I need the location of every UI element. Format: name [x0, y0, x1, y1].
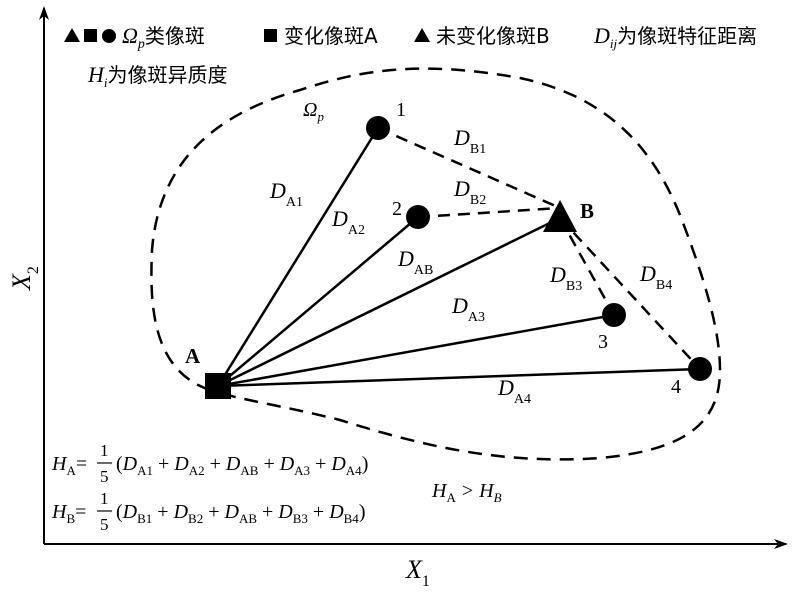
edge-b1 [377, 126, 561, 210]
node-4-label: 4 [671, 376, 681, 398]
formula-ha-terms: (DA1 + DA2 + DAB + DA3 + DA4) [116, 453, 368, 478]
edge-label-db2: DB2 [453, 176, 486, 208]
patch-b-triangle [543, 200, 577, 232]
edge-label-da4: DA4 [497, 375, 531, 407]
formula-ha-frac-den: 5 [100, 467, 109, 486]
formula-hb-frac-den: 5 [100, 515, 109, 534]
svg-text:HB=: HB= [51, 501, 86, 526]
node-a-label: A [185, 344, 201, 368]
region-label: Ωp [303, 99, 324, 124]
edge-label-db1: DB1 [453, 125, 486, 157]
legend-changed-icon [264, 29, 277, 42]
x-axis-label: X1 [405, 555, 430, 590]
legend-distance-label: Dij为像斑特征距离 [593, 23, 757, 51]
edge-label-da3: DA3 [451, 293, 485, 325]
edge-a3 [217, 313, 615, 388]
legend-changed-label: 变化像斑A [284, 24, 378, 48]
patch-a-square [205, 373, 231, 399]
svg-text:HA=: HA= [51, 453, 87, 478]
edge-a2 [217, 216, 419, 387]
edge-label-dab: DAB [397, 246, 433, 278]
node-1-label: 1 [396, 99, 406, 121]
edge-a4 [217, 367, 701, 388]
edge-b2 [417, 206, 561, 219]
patch-1-circle [366, 116, 390, 140]
formula-ha: HA= 1 5 (DA1 + DA2 + DAB + DA3 + DA4) [51, 441, 368, 486]
region-boundary [150, 67, 722, 461]
patch-3-circle [602, 303, 626, 327]
patch-4-circle [688, 357, 712, 381]
edge-b4 [559, 217, 701, 370]
edge-label-da1: DA1 [269, 178, 303, 210]
legend-heterogeneity-label: Hi为像斑异质度 [87, 62, 228, 90]
legend-circle-icon [102, 29, 116, 43]
legend-unchanged-icon [414, 28, 430, 42]
legend-unchanged-label: 未变化像斑B [436, 24, 550, 48]
legend-square-icon [84, 29, 97, 42]
svg-text:X2: X2 [7, 266, 42, 291]
formula-hb-frac-num: 1 [100, 489, 109, 508]
node-b-label: B [580, 199, 594, 223]
legend-triangle-icon [64, 28, 80, 42]
formula-hb-terms: (DB1 + DB2 + DAB + DB3 + DB4) [116, 501, 365, 526]
heterogeneity-comparison: HA>HB [431, 480, 502, 505]
edge-label-da2: DA2 [331, 206, 365, 238]
legend-omega-label: Ωp类像斑 [122, 23, 205, 52]
edge-a1 [216, 127, 380, 387]
formula-hb: HB= 1 5 (DB1 + DB2 + DAB + DB3 + DB4) [51, 489, 365, 534]
edge-ab [217, 216, 561, 388]
patch-2-circle [406, 205, 430, 229]
formula-ha-frac-num: 1 [100, 441, 109, 460]
edge-label-db3: DB3 [549, 262, 582, 294]
node-3-label: 3 [598, 331, 608, 353]
y-axis-label: X2 [7, 266, 42, 291]
node-2-label: 2 [392, 198, 402, 220]
edge-label-db4: DB4 [639, 261, 672, 293]
